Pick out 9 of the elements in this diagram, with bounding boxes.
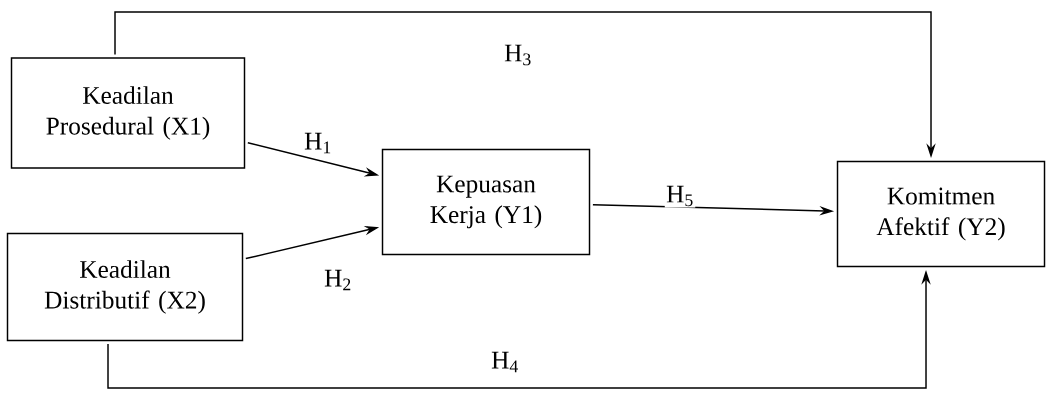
variable-box: Keadilan Distributif (X2) [6,232,244,342]
edge-label: H$_{3}$ [502,43,534,67]
edge-label: H$_{2}$ [322,268,354,292]
variable-box: Keadilan Prosedural (X1) [10,57,246,169]
edge-label: H$_{5}$ [664,184,696,208]
variable-box: Kepuasan Kerja (Y1) [381,148,591,256]
variable-box: Komitmen Afektif (Y2) [836,160,1046,268]
edge-label: H$_{1}$ [302,131,334,155]
edge-label: H$_{4}$ [489,350,521,374]
